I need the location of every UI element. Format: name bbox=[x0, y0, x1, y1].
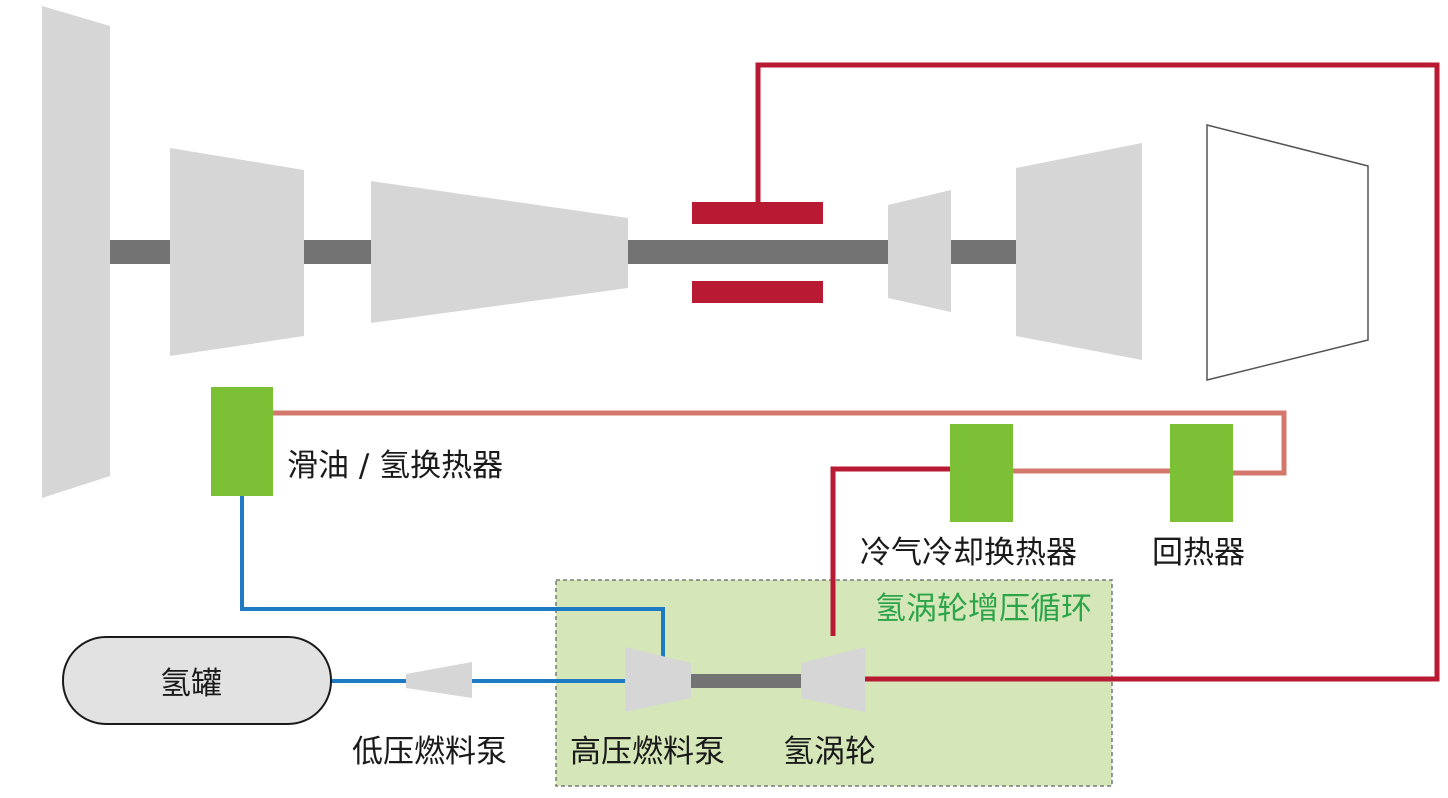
high-pressure-compressor bbox=[371, 181, 628, 323]
combustor-injector-lower bbox=[692, 281, 823, 303]
high-pressure-pump bbox=[625, 647, 691, 712]
high-pressure-pump-label: 高压燃料泵 bbox=[570, 734, 725, 770]
combustor-injector-upper bbox=[692, 202, 823, 224]
lube-oil-hydrogen-heat-exchanger bbox=[211, 387, 273, 496]
hydrogen-tank bbox=[62, 636, 332, 725]
low-pressure-pump bbox=[406, 662, 472, 698]
warm-line-loop bbox=[272, 410, 1287, 476]
hydrogen-turbine-label: 氢涡轮 bbox=[783, 734, 876, 770]
cooling-air-hx-label: 冷气冷却换热器 bbox=[860, 535, 1077, 571]
recuperator-label: 回热器 bbox=[1152, 535, 1245, 571]
high-pressure-turbine bbox=[888, 190, 951, 312]
low-pressure-turbine bbox=[1016, 143, 1142, 360]
fan bbox=[42, 6, 110, 498]
hot-hydrogen-line-to-combustor bbox=[755, 62, 1440, 682]
tank-label: 氢罐 bbox=[160, 666, 222, 702]
lube-oil-hx-label: 滑油 / 氢换热器 bbox=[287, 448, 503, 484]
cooling-air-heat-exchanger bbox=[950, 424, 1013, 522]
low-pressure-pump-label: 低压燃料泵 bbox=[352, 734, 507, 770]
boost-cycle-label: 氢涡轮增压循环 bbox=[875, 591, 1092, 627]
hydrogen-turbine bbox=[801, 647, 865, 712]
heated-hydrogen-line-to-turbine bbox=[830, 466, 951, 636]
low-pressure-compressor bbox=[170, 148, 304, 356]
exhaust-nozzle bbox=[1206, 124, 1369, 381]
boost-shaft bbox=[688, 674, 802, 688]
recuperator bbox=[1170, 424, 1233, 522]
cold-hydrogen-line bbox=[240, 494, 665, 660]
